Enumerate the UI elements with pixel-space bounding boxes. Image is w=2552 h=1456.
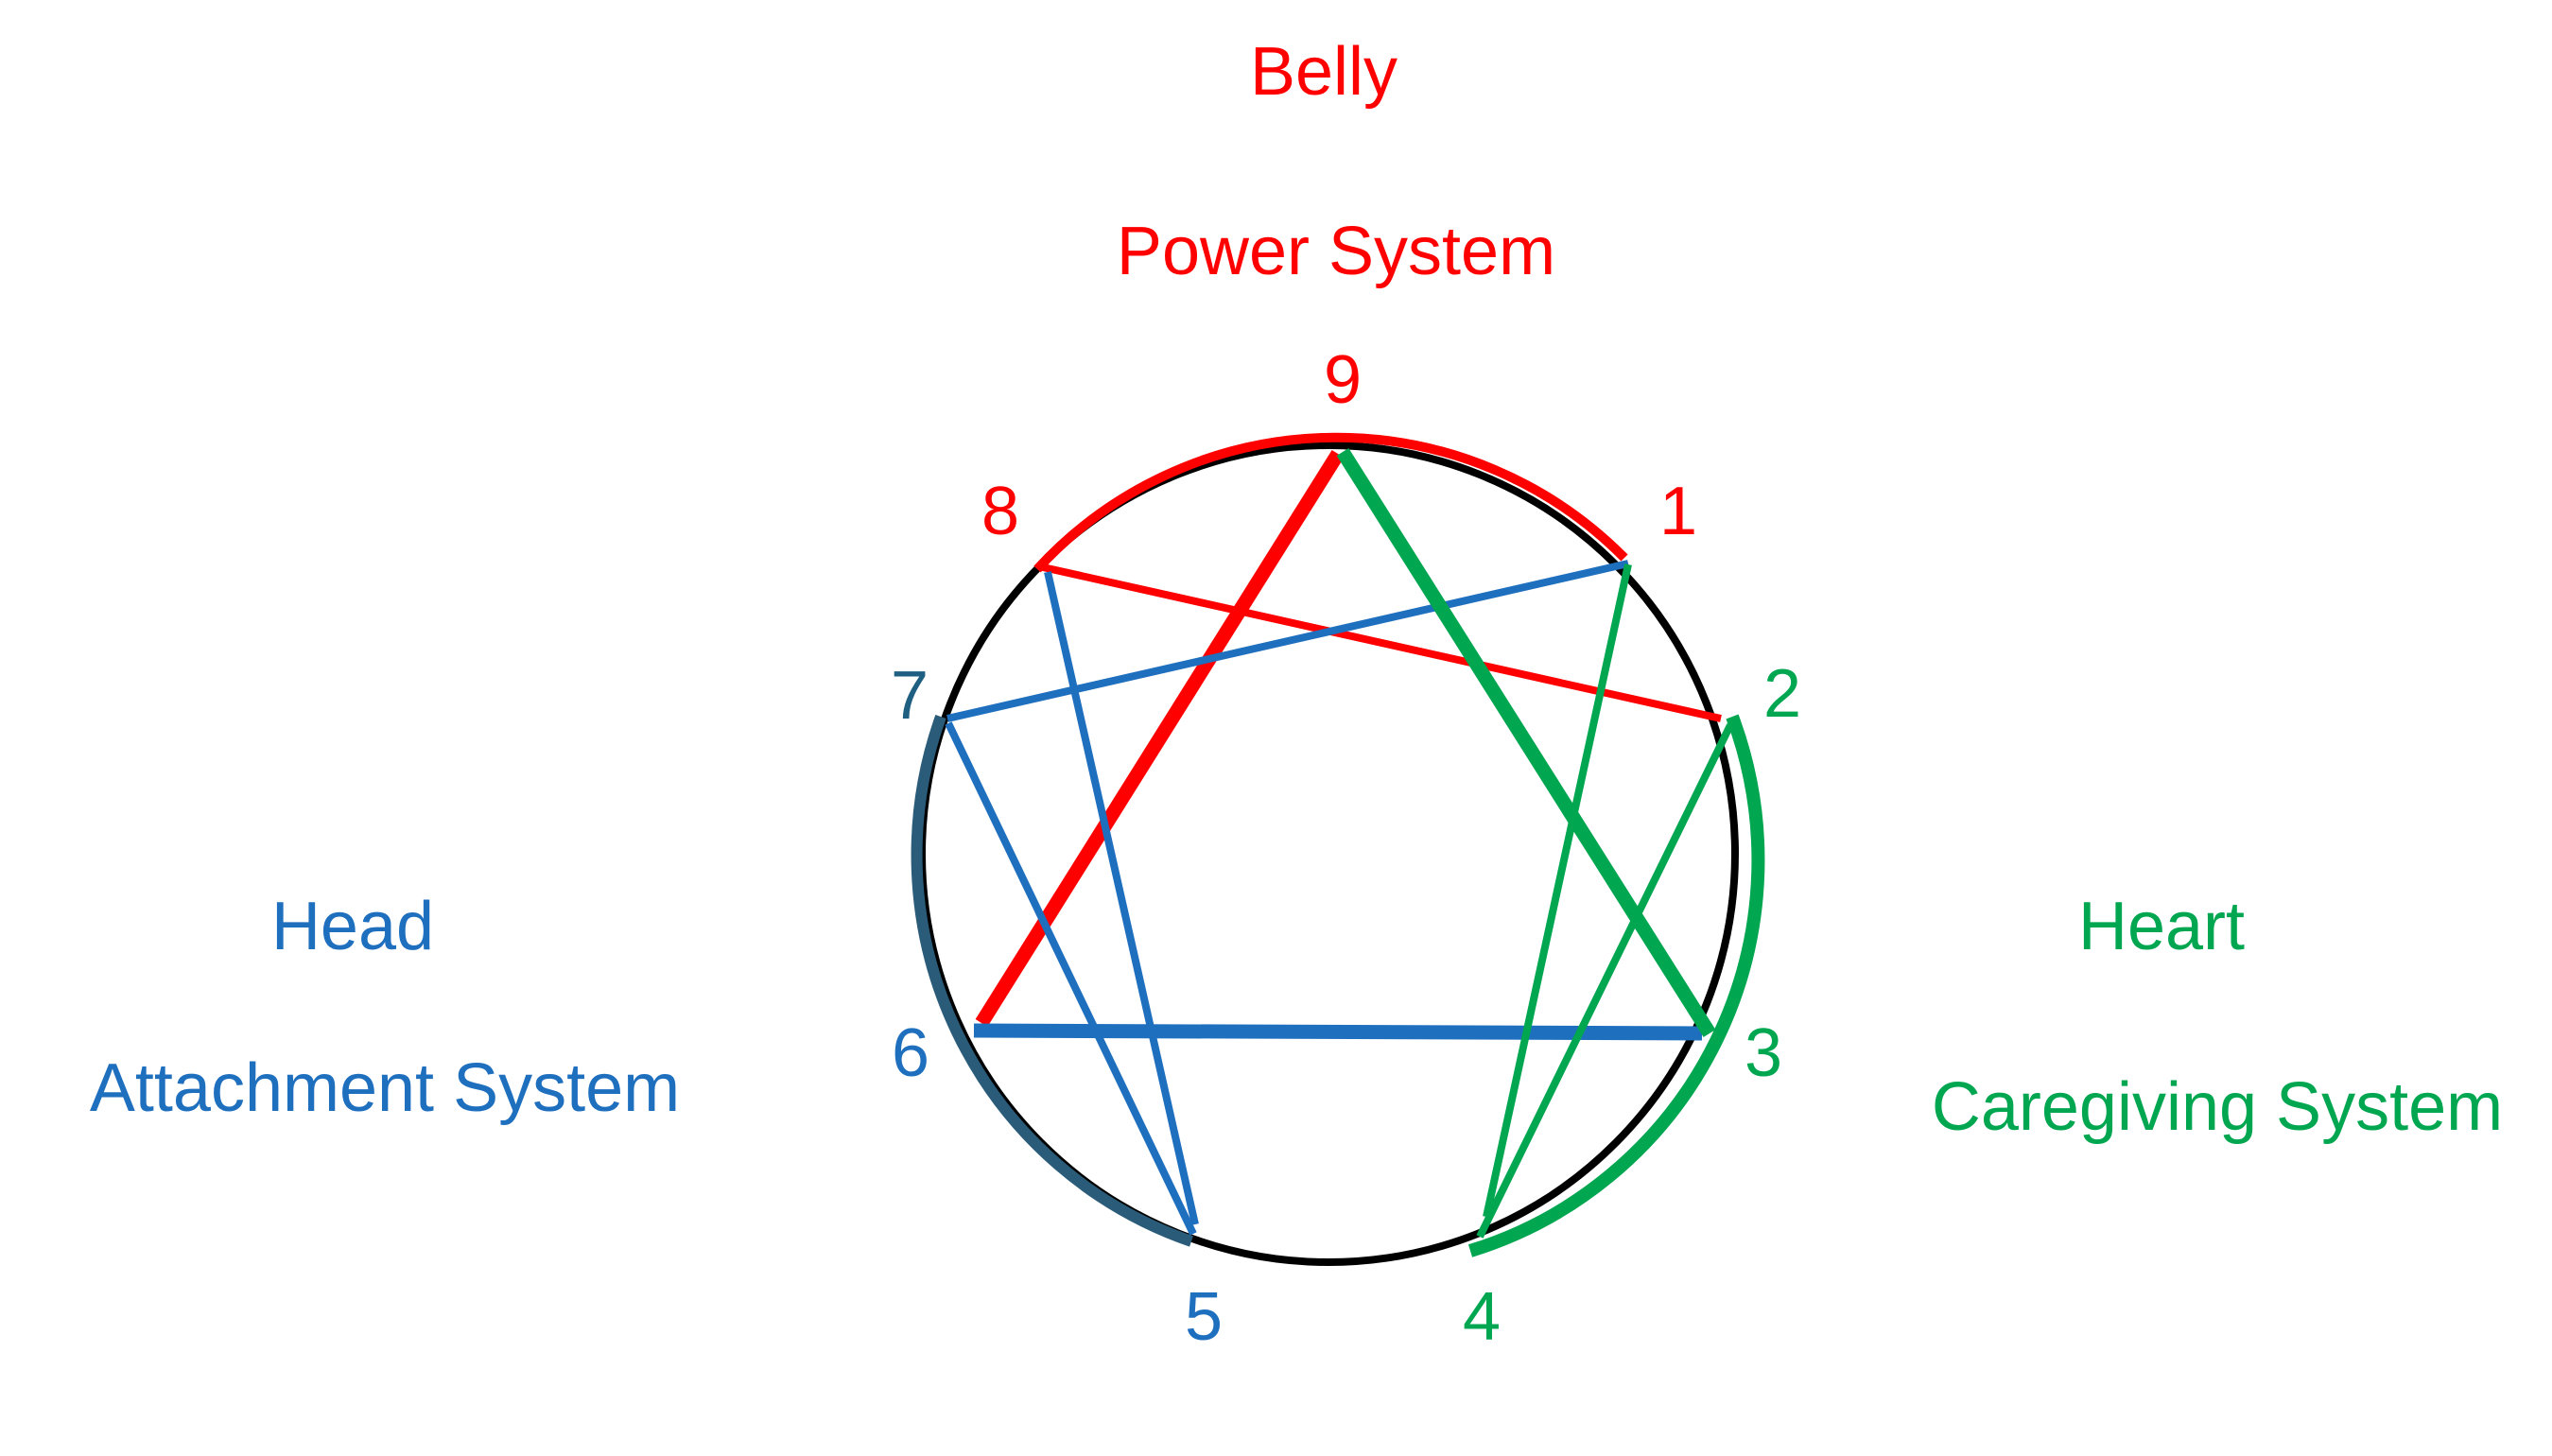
point-3-label: 3	[1745, 1015, 1782, 1091]
heart-center-title: Heart	[2078, 889, 2245, 964]
arrow-4-to-2	[1476, 723, 1734, 1239]
arrow-6-to-3	[973, 1023, 1703, 1041]
arrow-5-to-7	[945, 721, 1197, 1236]
belly-center-arc	[1033, 432, 1628, 573]
head-center-system: Attachment System	[90, 1050, 680, 1126]
point-8-label: 8	[981, 474, 1019, 549]
point-5-label: 5	[1185, 1279, 1223, 1355]
arrow-7-to-1	[946, 560, 1629, 722]
heart-center-arc	[1467, 714, 1765, 1257]
point-6-label: 6	[892, 1015, 929, 1091]
arrow-3-to-9	[1336, 447, 1716, 1038]
point-1-label: 1	[1659, 474, 1697, 549]
arrow-9-to-6	[975, 450, 1345, 1027]
belly-center-system: Power System	[1117, 214, 1555, 289]
head-center-title: Head	[271, 889, 434, 964]
arrow-2-to-8	[1042, 563, 1722, 722]
point-2-label: 2	[1763, 656, 1801, 732]
point-7-label: 7	[891, 658, 929, 734]
point-9-label: 9	[1324, 342, 1362, 418]
arrow-1-to-4	[1483, 563, 1632, 1218]
point-4-label: 4	[1463, 1279, 1501, 1355]
arrow-8-to-5	[1044, 571, 1199, 1225]
belly-center-title: Belly	[1250, 34, 1398, 110]
heart-center-system: Caregiving System	[1932, 1069, 2503, 1145]
head-center-arc	[911, 714, 1193, 1247]
